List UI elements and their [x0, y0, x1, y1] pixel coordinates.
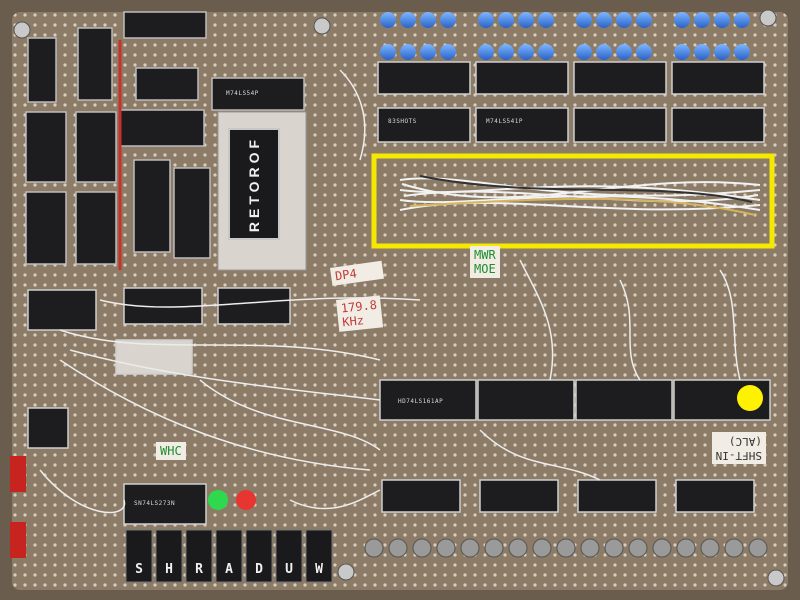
- blue-led-bank-icons: [380, 12, 750, 60]
- middle-chips: [27, 287, 291, 525]
- green-led-icon-2: [208, 490, 228, 510]
- red-led-icon: [236, 490, 256, 510]
- highlight-frame: [371, 153, 775, 249]
- switch-label-w: W: [315, 562, 323, 577]
- note-shft-in: SHFT-IN (ALC): [711, 432, 766, 464]
- note-whc: WHC: [156, 442, 186, 460]
- logo-text: RETOROF: [246, 135, 263, 233]
- left-chips: [25, 11, 305, 265]
- register-chips: [377, 61, 765, 143]
- switch-label-r: R: [195, 562, 203, 577]
- switch-label-h: H: [165, 562, 173, 577]
- red-switch-icon-1: [10, 456, 26, 492]
- switch-label-d: D: [255, 562, 263, 577]
- bus-chips: [379, 379, 771, 513]
- switch-label-s: S: [135, 562, 143, 577]
- retorof-logo: RETOROF: [228, 128, 280, 240]
- yellow-led-icon: [737, 385, 763, 411]
- switch-label-a: A: [225, 562, 233, 577]
- note-mwr-moe: MWR MOE: [470, 246, 500, 278]
- jumper-wires: [39, 69, 741, 514]
- switch-label-u: U: [285, 562, 293, 577]
- toggle-switch-icons: [364, 538, 768, 558]
- wire-bundle: [399, 175, 761, 216]
- red-switch-icon-2: [10, 522, 26, 558]
- note-khz: 179.8 KHz: [336, 295, 384, 332]
- pushbutton-icons: [125, 529, 333, 583]
- screw-icons: [13, 9, 785, 587]
